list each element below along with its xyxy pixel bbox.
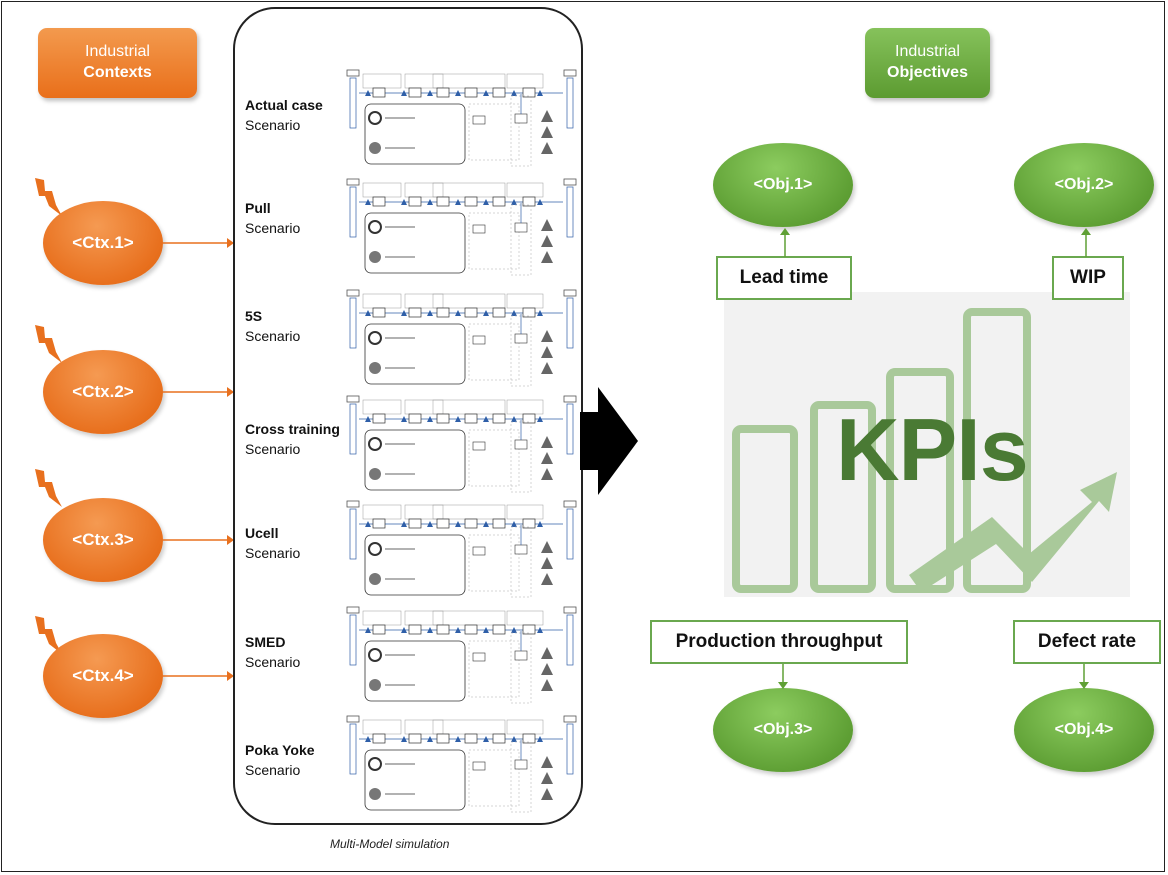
scenario-label: 5S Scenario (245, 306, 300, 346)
value-stream-map-thumbnail (346, 69, 577, 167)
objective-node-3: <Obj.3> (713, 688, 853, 772)
scenario-type: Scenario (245, 220, 301, 236)
kpi-box-production-throughput: Production throughput (650, 620, 908, 664)
context-arrow-2 (163, 387, 234, 397)
context-arrow-4 (163, 671, 234, 681)
value-stream-map-thumbnail (346, 289, 577, 387)
simulation-caption: Multi-Model simulation (330, 837, 450, 851)
objectives-header-line2: Objectives (887, 64, 968, 81)
scenario-label: SMED Scenario (245, 632, 300, 672)
value-stream-map-thumbnail (346, 715, 577, 813)
context-node-1: <Ctx.1> (43, 201, 163, 285)
kpi-box-lead-time: Lead time (716, 256, 852, 300)
kpi-box-defect-rate: Defect rate (1013, 620, 1161, 664)
value-stream-map-thumbnail (346, 395, 577, 493)
scenario-type: Scenario (245, 654, 301, 670)
lightning-icon (35, 616, 62, 654)
kpi-box-wip: WIP (1052, 256, 1124, 300)
value-stream-map-thumbnail (346, 500, 577, 598)
scenario-type: Scenario (245, 117, 301, 133)
kpi-link-arrow-3 (778, 664, 788, 689)
scenario-name: SMED (245, 634, 286, 650)
kpi-link-arrow-2 (1081, 228, 1091, 257)
scenario-name: Cross training (245, 421, 340, 437)
objective-node-1: <Obj.1> (713, 143, 853, 227)
value-stream-map-thumbnail (346, 178, 577, 276)
value-stream-map-thumbnail (346, 606, 577, 704)
scenario-name: 5S (245, 308, 263, 324)
context-node-3: <Ctx.3> (43, 498, 163, 582)
scenario-type: Scenario (245, 545, 301, 561)
context-node-4: <Ctx.4> (43, 634, 163, 718)
contexts-header-line1: Industrial (85, 43, 150, 60)
contexts-header: Industrial Contexts (38, 28, 197, 98)
scenario-name: Pull (245, 200, 271, 216)
scenario-type: Scenario (245, 441, 301, 457)
scenario-name: Poka Yoke (245, 742, 315, 758)
scenario-type: Scenario (245, 328, 301, 344)
context-node-2: <Ctx.2> (43, 350, 163, 434)
scenario-type: Scenario (245, 762, 301, 778)
big-right-arrow-icon (580, 387, 638, 495)
context-arrow-1 (163, 238, 234, 248)
contexts-header-line2: Contexts (83, 64, 152, 81)
kpi-bar-growth-icon (732, 308, 1117, 593)
objective-node-4: <Obj.4> (1014, 688, 1154, 772)
scenario-name: Actual case (245, 97, 323, 113)
lightning-icon (35, 178, 62, 216)
context-arrow-3 (163, 535, 234, 545)
lightning-icon (35, 325, 62, 363)
objective-node-2: <Obj.2> (1014, 143, 1154, 227)
kpi-link-arrow-4 (1079, 664, 1089, 689)
objectives-header: Industrial Objectives (865, 28, 990, 98)
scenario-name: Ucell (245, 525, 279, 541)
kpi-link-arrow-1 (780, 228, 790, 257)
lightning-icon (35, 469, 62, 507)
objectives-header-line1: Industrial (895, 43, 960, 60)
kpi-label: KPIs (836, 400, 1029, 499)
